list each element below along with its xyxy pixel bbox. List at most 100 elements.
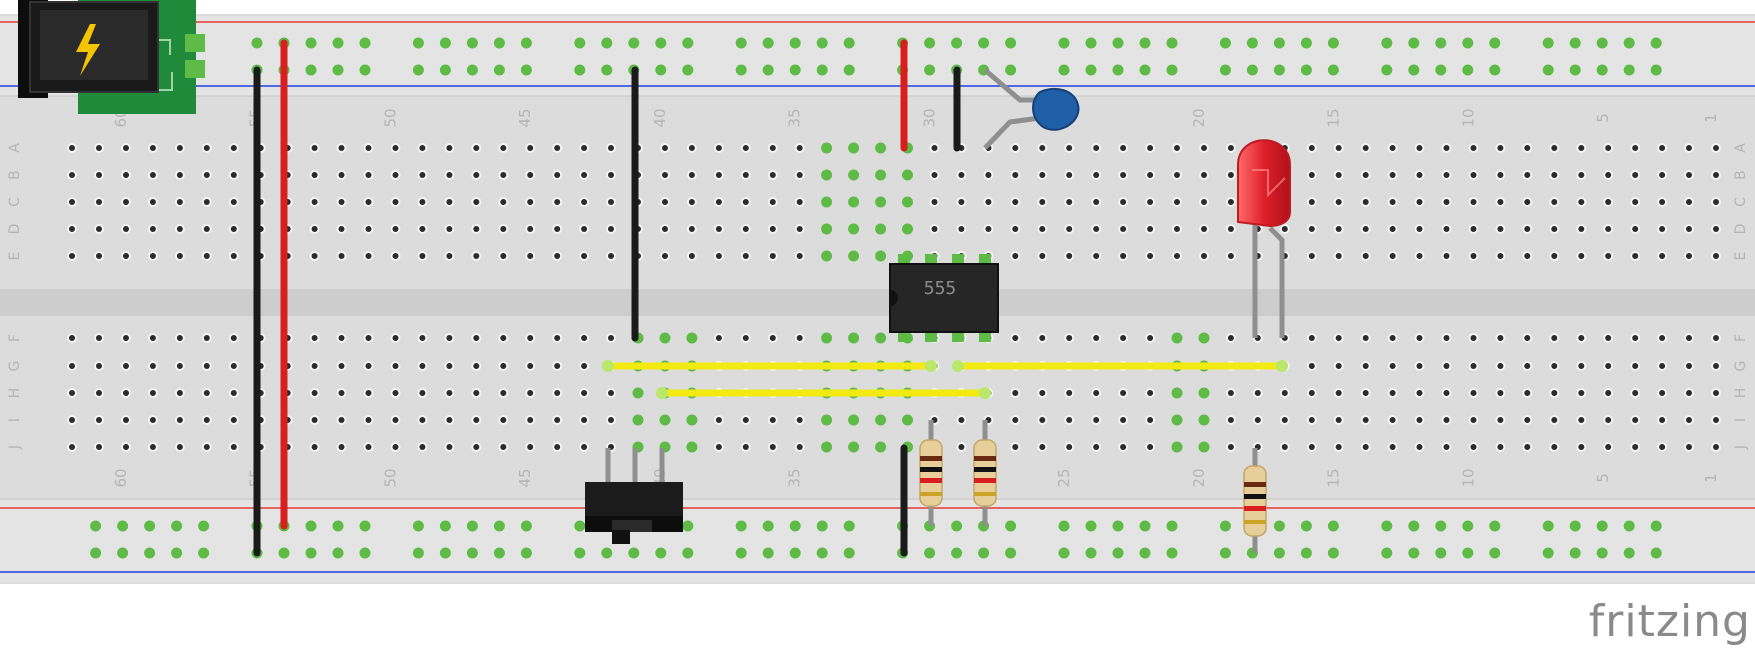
breadboard-hole bbox=[1091, 442, 1102, 452]
breadboard-hole bbox=[1333, 170, 1344, 180]
breadboard-hole bbox=[1064, 442, 1075, 452]
breadboard-hole bbox=[525, 197, 536, 207]
breadboard-hole bbox=[1306, 170, 1317, 180]
breadboard-hole bbox=[1333, 361, 1344, 371]
breadboard-hole bbox=[606, 251, 616, 261]
breadboard-hole bbox=[201, 224, 212, 234]
row-letter: H bbox=[7, 388, 23, 399]
breadboard-hole bbox=[1064, 197, 1075, 207]
rail-hole bbox=[1219, 547, 1231, 559]
rail-hole bbox=[1005, 520, 1017, 532]
breadboard-hole bbox=[1171, 441, 1183, 453]
rail-hole bbox=[412, 547, 424, 559]
breadboard-hole bbox=[390, 143, 401, 153]
breadboard-hole bbox=[1657, 333, 1668, 343]
breadboard-hole bbox=[94, 361, 104, 371]
rail-hole bbox=[762, 520, 774, 532]
breadboard-hole bbox=[660, 251, 670, 261]
rail-hole bbox=[1623, 547, 1635, 559]
breadboard-hole bbox=[1495, 442, 1506, 452]
breadboard-hole bbox=[1171, 332, 1183, 344]
rail-hole bbox=[1139, 520, 1151, 532]
breadboard-hole bbox=[821, 250, 833, 262]
breadboard-hole bbox=[848, 441, 860, 453]
rail-hole bbox=[90, 547, 102, 559]
rail-hole bbox=[493, 64, 505, 76]
rail-hole bbox=[1569, 520, 1581, 532]
breadboard-hole bbox=[1495, 224, 1506, 234]
breadboard-hole bbox=[174, 361, 185, 371]
breadboard-hole bbox=[309, 442, 320, 452]
rail-hole bbox=[601, 64, 613, 76]
breadboard-hole bbox=[1603, 197, 1614, 207]
breadboard-hole bbox=[1603, 388, 1614, 398]
rail-hole bbox=[1462, 520, 1474, 532]
breadboard-hole bbox=[902, 196, 913, 208]
breadboard-hole bbox=[201, 197, 212, 207]
rail-hole bbox=[574, 37, 586, 49]
breadboard-hole bbox=[228, 251, 239, 261]
breadboard-hole bbox=[1198, 441, 1210, 453]
row-letter: E bbox=[7, 252, 23, 261]
breadboard-hole bbox=[1064, 388, 1075, 398]
breadboard-hole bbox=[336, 224, 347, 234]
rail-hole bbox=[1650, 520, 1662, 532]
rail-hole bbox=[789, 547, 801, 559]
rail-hole bbox=[628, 37, 640, 49]
breadboard-hole bbox=[1225, 415, 1236, 425]
yellow-wire-ends bbox=[602, 360, 1288, 399]
breadboard-hole bbox=[1657, 442, 1668, 452]
rail-hole bbox=[520, 37, 532, 49]
rail-hole bbox=[198, 547, 210, 559]
breadboard-hole bbox=[956, 197, 967, 207]
breadboard-hole bbox=[1657, 197, 1668, 207]
breadboard-hole bbox=[201, 251, 212, 261]
rail-hole bbox=[843, 64, 855, 76]
breadboard-hole bbox=[1172, 143, 1182, 153]
breadboard-hole bbox=[1684, 442, 1694, 452]
breadboard-hole bbox=[1387, 143, 1398, 153]
breadboard-hole bbox=[309, 361, 320, 371]
rail-hole bbox=[1166, 547, 1178, 559]
rail-hole bbox=[520, 64, 532, 76]
breadboard-hole bbox=[1657, 388, 1668, 398]
breadboard-hole bbox=[201, 415, 212, 425]
breadboard-hole bbox=[659, 414, 671, 426]
rail-hole bbox=[1246, 64, 1258, 76]
breadboard-hole bbox=[67, 143, 77, 153]
breadboard-hole bbox=[875, 332, 887, 344]
breadboard-hole bbox=[174, 143, 185, 153]
rail-hole bbox=[1085, 547, 1097, 559]
breadboard-hole bbox=[1091, 388, 1102, 398]
rail-hole bbox=[466, 64, 478, 76]
breadboard-hole bbox=[363, 224, 374, 234]
breadboard-hole bbox=[929, 170, 940, 180]
breadboard-hole bbox=[417, 388, 428, 398]
center-trench bbox=[0, 289, 1755, 316]
rail-hole bbox=[1300, 64, 1312, 76]
breadboard-hole bbox=[1225, 170, 1236, 180]
breadboard-hole bbox=[67, 197, 77, 207]
column-number: 20 bbox=[1190, 108, 1208, 127]
breadboard-hole bbox=[1495, 170, 1506, 180]
breadboard-hole bbox=[1468, 224, 1479, 234]
breadboard-hole bbox=[1333, 442, 1344, 452]
breadboard-hole bbox=[147, 197, 158, 207]
breadboard-hole bbox=[498, 388, 509, 398]
rail-hole bbox=[601, 547, 613, 559]
breadboard-hole bbox=[740, 197, 751, 207]
rail-hole bbox=[1408, 64, 1420, 76]
breadboard-hole bbox=[525, 388, 536, 398]
breadboard-hole bbox=[740, 415, 751, 425]
breadboard-hole bbox=[579, 143, 590, 153]
rail-hole bbox=[1219, 520, 1231, 532]
breadboard-hole bbox=[174, 197, 185, 207]
rail-hole bbox=[1005, 37, 1017, 49]
breadboard-hole bbox=[67, 170, 77, 180]
rail-hole bbox=[816, 37, 828, 49]
rail-hole bbox=[1005, 64, 1017, 76]
rail-hole bbox=[359, 520, 371, 532]
breadboard-hole bbox=[1198, 332, 1210, 344]
breadboard-hole bbox=[794, 251, 805, 261]
breadboard-hole bbox=[309, 251, 320, 261]
